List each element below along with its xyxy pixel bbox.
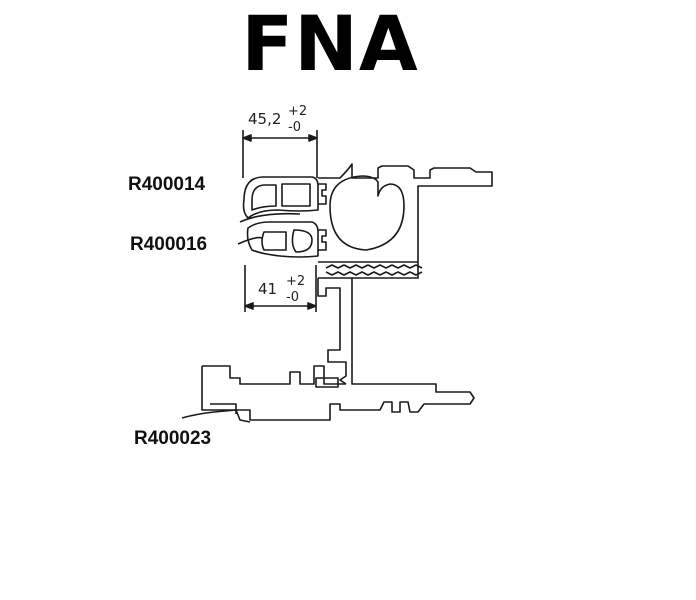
frame-profile xyxy=(181,163,493,423)
gasket-r400023 xyxy=(181,409,251,423)
upper-dim-value: 45,2 xyxy=(248,110,281,128)
label-r400016: R400016 xyxy=(130,234,208,255)
lower-dimension xyxy=(244,265,317,312)
lower-dim-tol-minus: -0 xyxy=(286,290,299,305)
lower-dim-tol-plus: +2 xyxy=(286,274,305,289)
label-r400023: R400023 xyxy=(134,428,212,449)
upper-dimension xyxy=(242,130,318,178)
label-r400014: R400014 xyxy=(128,174,206,195)
upper-dim-tol-minus: -0 xyxy=(288,120,301,135)
upper-dim-tol-plus: +2 xyxy=(288,104,307,119)
gasket-r400016 xyxy=(237,221,327,258)
gasket-r400014 xyxy=(239,176,327,223)
diagram-title: FNA xyxy=(241,0,419,88)
lower-dim-value: 41 xyxy=(258,280,277,298)
